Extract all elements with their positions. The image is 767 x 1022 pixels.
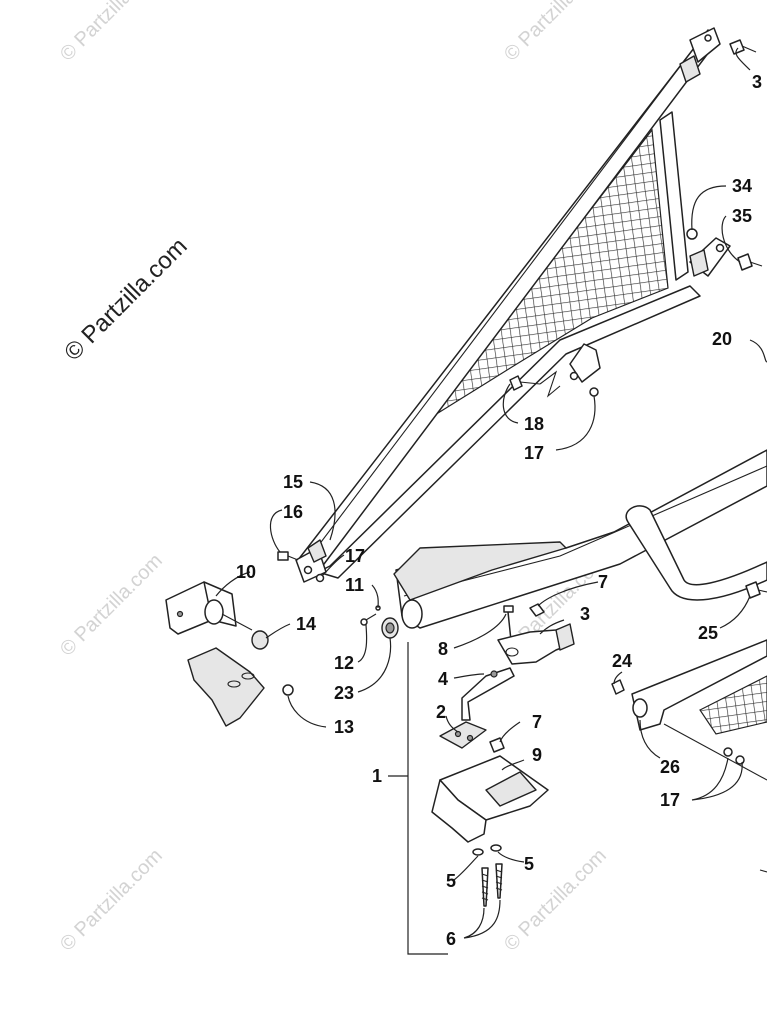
callout-5b: 5 [524, 854, 534, 874]
lower-panel-rail [631, 639, 767, 731]
callout-12: 12 [334, 653, 354, 673]
callout-23: 23 [334, 683, 354, 703]
group-bracket-1 [407, 642, 448, 955]
callout-17b: 17 [345, 546, 365, 566]
callout-3: 3 [580, 604, 590, 624]
callout-10: 10 [236, 562, 256, 582]
callout-13: 13 [334, 717, 354, 737]
callout-24: 24 [612, 651, 632, 671]
callout-6: 6 [446, 929, 456, 949]
callout-2: 2 [436, 702, 446, 722]
watermark-faint: © Partzilla.com [500, 845, 611, 956]
callout-4: 4 [438, 669, 448, 689]
callout-25: 25 [698, 623, 718, 643]
frame-lower-rail [317, 285, 701, 579]
callout-9: 9 [532, 745, 542, 765]
callout-16: 16 [283, 502, 303, 522]
watermark-faint: © Partzilla.com [56, 0, 167, 66]
callout-34: 34 [732, 176, 752, 196]
callout-1: 1 [372, 766, 382, 786]
callout-5a: 5 [446, 871, 456, 891]
callout-14: 14 [296, 614, 316, 634]
top-bracket [689, 27, 721, 63]
plate-2 [439, 721, 487, 749]
watermark-faint: © Partzilla.com [500, 0, 611, 66]
faint-watermarks: © Partzilla.com © Partzilla.com © Partzi… [56, 0, 611, 956]
mesh-side-panel [295, 27, 731, 583]
latch-assembly [388, 603, 575, 955]
callout-8: 8 [438, 639, 448, 659]
callout-17a: 17 [524, 443, 544, 463]
callout-3-top: 3 [752, 72, 762, 92]
callout-15: 15 [283, 472, 303, 492]
callout-35: 35 [732, 206, 752, 226]
bolt-25 [745, 581, 767, 599]
callout-7b: 7 [532, 712, 542, 732]
screws-6 [481, 863, 503, 907]
footrest-tube [393, 449, 767, 629]
callout-7a: 7 [598, 572, 608, 592]
hardware-11-12-23 [360, 605, 399, 639]
callout-20: 20 [712, 329, 732, 349]
watermark-faint: © Partzilla.com [56, 845, 167, 956]
left-bracket-assembly [165, 551, 325, 727]
knob-14 [251, 630, 269, 650]
washer-17 [589, 387, 599, 397]
lower-mesh-panel [611, 639, 767, 873]
heel-plate [393, 541, 567, 601]
hardware-upper-right [509, 39, 763, 398]
callout-11: 11 [345, 575, 364, 595]
watermark-faint: © Partzilla.com [56, 550, 167, 661]
rod-4 [461, 667, 515, 721]
frame-rear-rail [659, 111, 689, 281]
footrest-bar [395, 449, 767, 629]
lower-strap-tab [569, 343, 601, 383]
watermark-main: © Partzilla.com [59, 233, 192, 366]
callout-labels: 3 34 35 20 18 17 15 16 17 10 11 14 12 23… [236, 72, 762, 949]
nut-34 [686, 228, 698, 240]
callout-18: 18 [524, 414, 544, 434]
callout-26: 26 [660, 757, 680, 777]
bracket-13 [187, 647, 265, 727]
leader-lines [215, 47, 767, 939]
callout-17c: 17 [660, 790, 680, 810]
footrest-loop [625, 505, 767, 601]
